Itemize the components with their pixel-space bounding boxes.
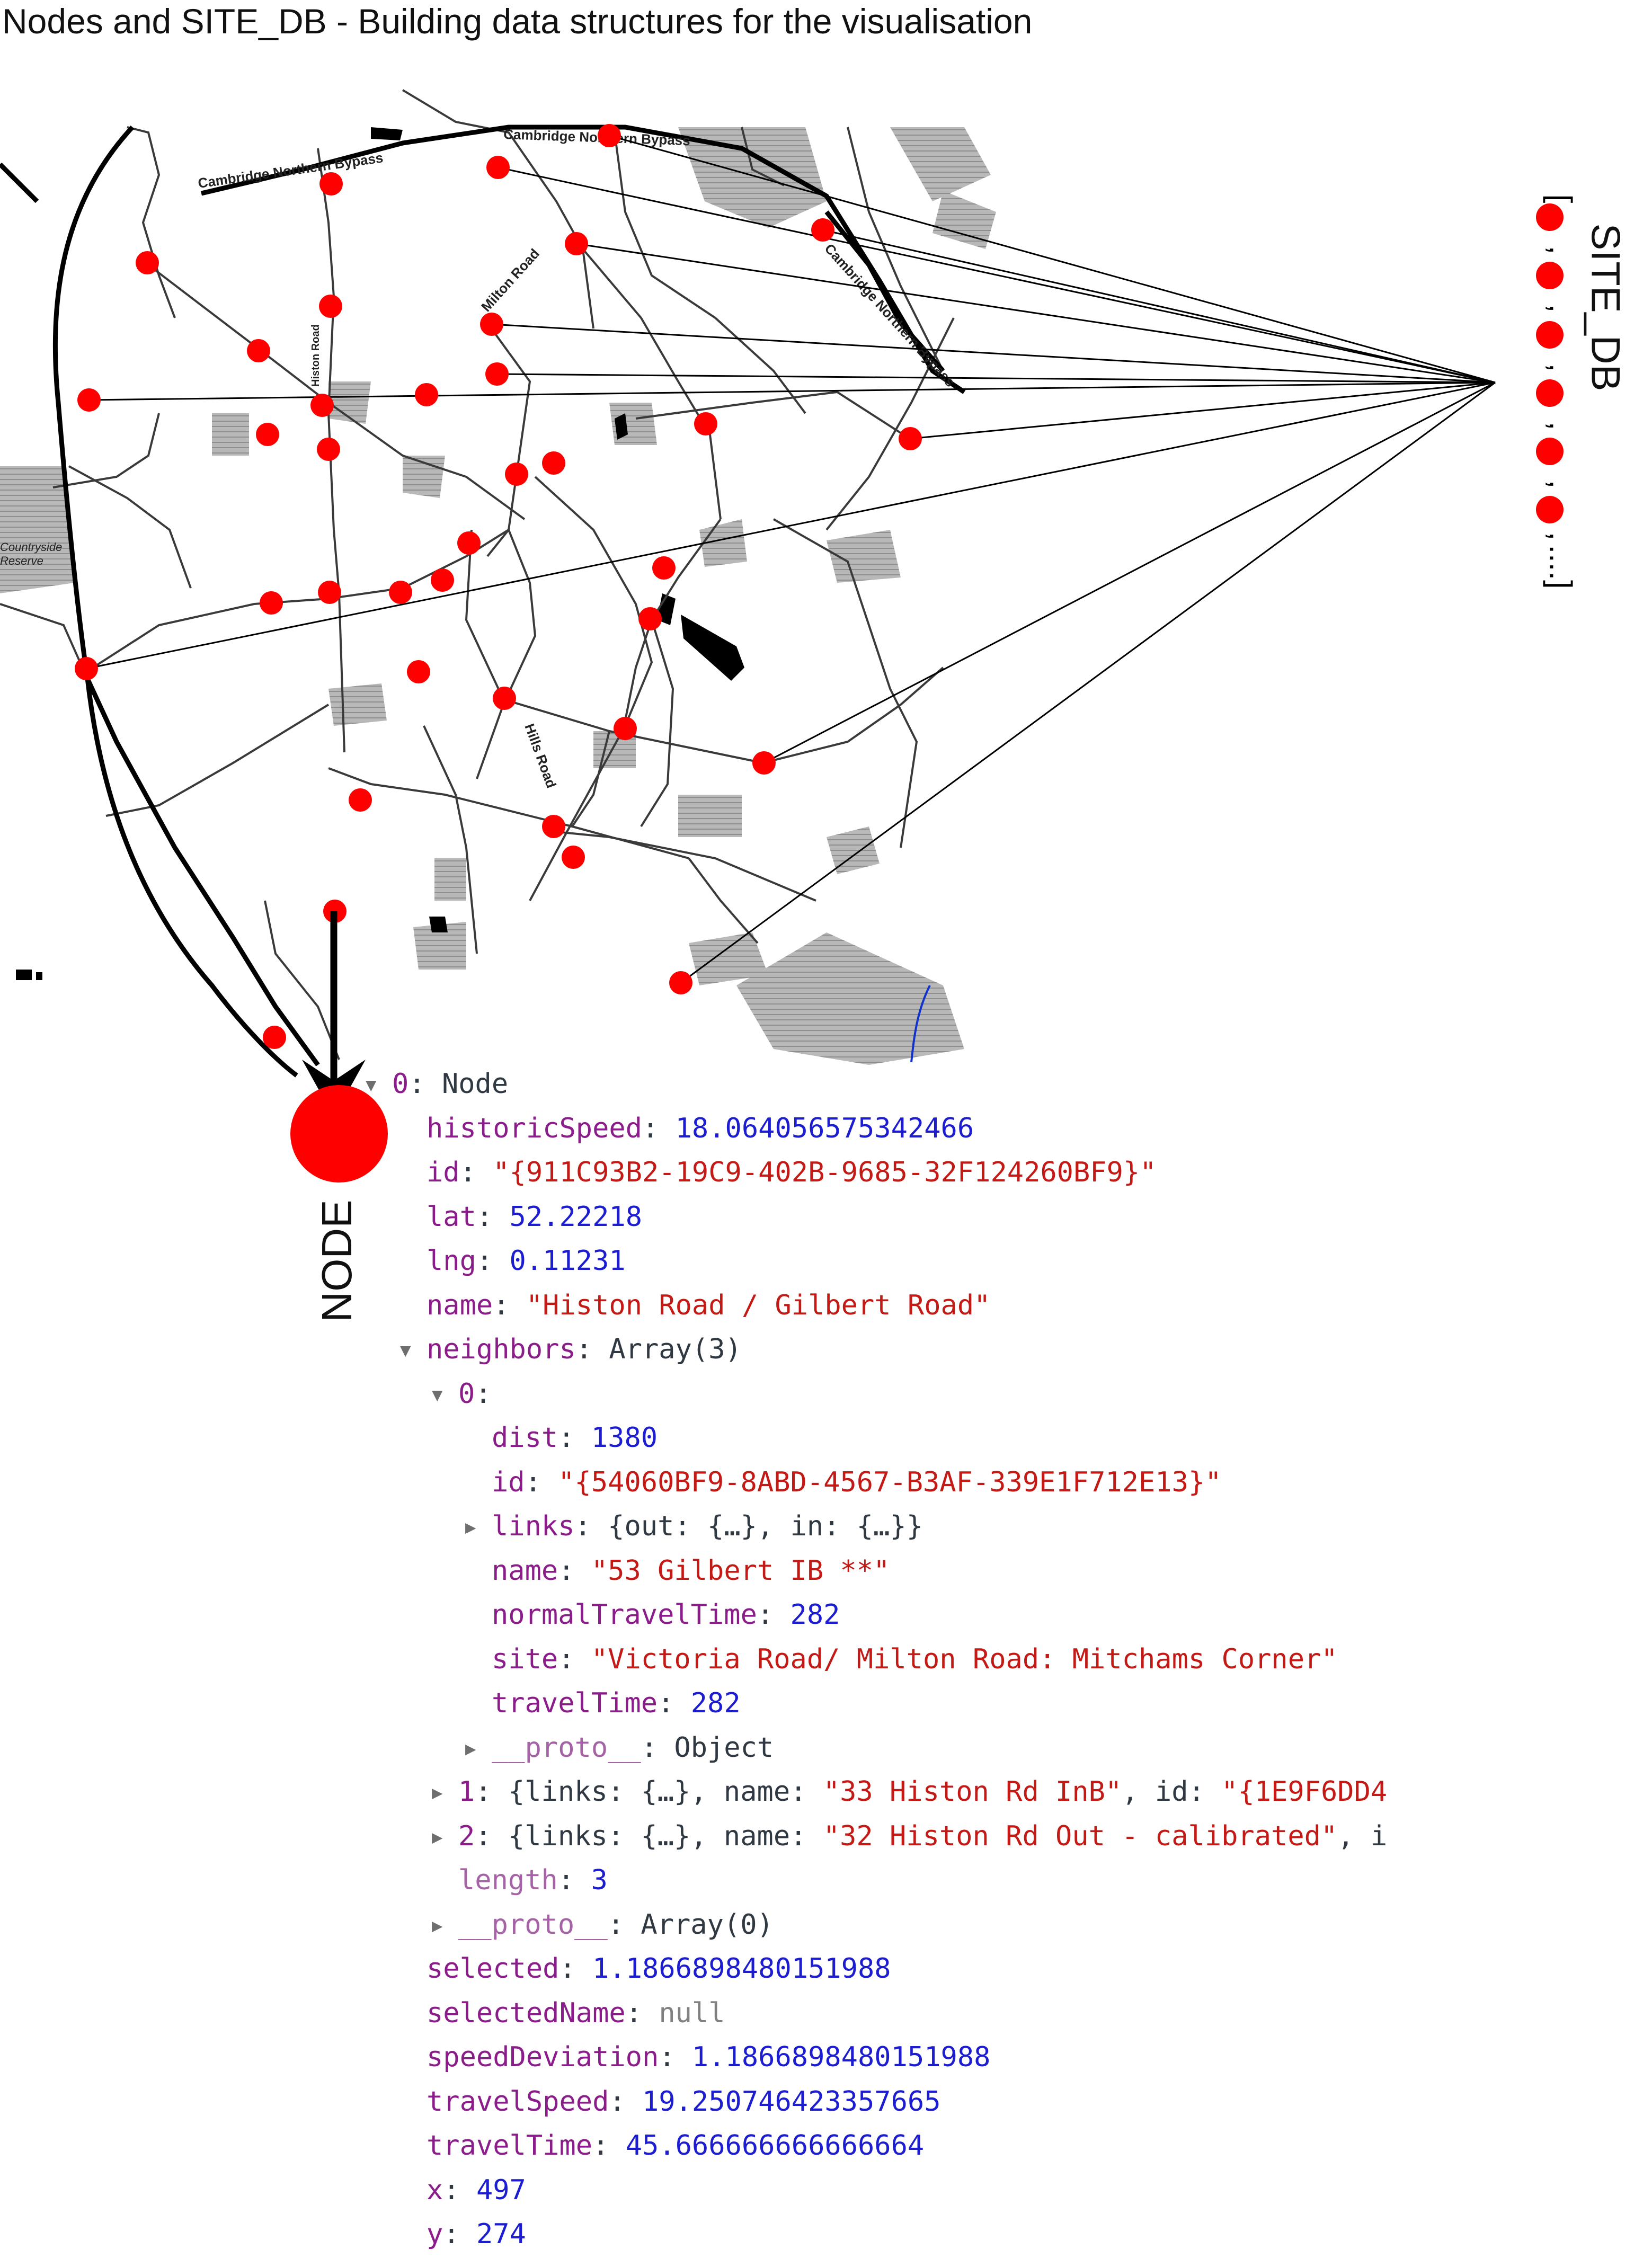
page-title: Nodes and SITE_DB - Building data struct… [2,2,1033,41]
console-neighbors-row[interactable]: ▼neighbors: Array(3) [366,1328,1478,1372]
console-neighbor-0-row[interactable]: ▼0: [366,1372,1478,1417]
map-node[interactable] [389,581,412,604]
devtools-console-object: ▼0: Node historicSpeed: 18.0640565753424… [366,1062,1478,2257]
map-node[interactable] [407,660,430,683]
map-node[interactable] [694,412,717,435]
site-db-connection-line [763,381,1496,764]
expanded-triangle-icon[interactable]: ▼ [400,1340,411,1361]
expanded-triangle-icon[interactable]: ▼ [366,1074,377,1096]
collapsed-triangle-icon[interactable]: ▶ [465,1738,476,1759]
site-db-separator: , [1543,480,1578,489]
map-node[interactable] [256,423,279,446]
console-neighbor-1-row[interactable]: ▶1: {links: {…}, name: "33 Histon Rd InB… [366,1770,1478,1815]
map-node[interactable] [899,427,922,450]
site-db-entry-dot [1536,321,1564,349]
site-db-connection-line [910,381,1496,440]
site-db-open-bracket: [ [1543,194,1578,203]
map-node[interactable] [811,218,834,242]
map-areas [0,127,996,1065]
map-buildings [16,127,744,980]
console-array-proto-row[interactable]: ▶__proto__: Array(0) [366,1903,1478,1948]
site-db-connection-line [680,381,1496,984]
map-node[interactable] [318,581,341,604]
map-node[interactable] [415,383,438,406]
map-node[interactable] [319,172,343,195]
map-node[interactable] [542,451,565,475]
map-node[interactable] [614,717,637,740]
site-db-connection-line [822,229,1496,384]
map-node[interactable] [136,251,159,274]
site-db-entry-dot [1536,203,1564,231]
site-db-separator: , [1543,363,1578,372]
map-node[interactable] [431,568,454,592]
label-bypass-top: Cambridge Northern Bypass [503,126,690,148]
map-node[interactable] [319,295,342,318]
site-db-entry-dot [1536,496,1564,523]
site-db-close-bracket: ....] [1543,545,1578,589]
site-db-connections [86,135,1496,984]
map-node[interactable] [505,463,528,486]
console-links-row[interactable]: ▶links: {out: {…}, in: {…}} [366,1505,1478,1549]
site-db-separator: , [1543,304,1578,313]
map-nodes[interactable] [75,124,922,1049]
console-root-row[interactable]: ▼0: Node [366,1062,1478,1107]
map-node[interactable] [493,687,516,710]
map-node[interactable] [310,394,334,417]
map-node[interactable] [669,971,692,994]
console-proto-row[interactable]: ▶__proto__: Object [366,1726,1478,1771]
map-node[interactable] [598,124,621,147]
site-db-separator: , [1543,246,1578,255]
site-db-entry-dot [1536,438,1564,465]
site-db-entry-dot [1536,379,1564,407]
map-node[interactable] [486,156,510,179]
label-reserve: Reserve [0,554,43,567]
site-db-connection-line [498,166,1496,384]
collapsed-triangle-icon[interactable]: ▶ [465,1517,476,1538]
map-node[interactable] [542,815,565,838]
node-large-circle [290,1085,388,1183]
map-node[interactable] [565,232,588,255]
label-countryside: Countryside [0,540,62,554]
label-hills-road: Hills Road [521,722,559,790]
site-db-separator: , [1543,422,1578,431]
map-node[interactable] [485,362,509,386]
node-label: NODE [313,1199,360,1322]
site-db-separator: , [1543,532,1578,541]
collapsed-triangle-icon[interactable]: ▶ [432,1826,443,1848]
site-db-connection-line [86,381,1496,670]
site-db-entry-dot [1536,262,1564,289]
map-node[interactable] [260,591,283,615]
map-node[interactable] [562,846,585,869]
map-node[interactable] [317,438,340,461]
map-node[interactable] [652,556,676,580]
label-bypass-top-left: Cambridge Northern Bypass [197,149,384,191]
map-node[interactable] [752,751,776,775]
blue-pen-stroke [910,985,931,1063]
site-db-array: [,,,,,,....] [1536,194,1578,589]
map-node[interactable] [480,313,503,336]
collapsed-triangle-icon[interactable]: ▶ [432,1782,443,1803]
map-node[interactable] [349,788,372,812]
site-db-connection-line [609,135,1496,384]
site-db-connection-line [491,323,1496,384]
collapsed-triangle-icon[interactable]: ▶ [432,1915,443,1936]
map-node[interactable] [77,388,101,412]
map-node[interactable] [638,607,662,630]
map-node[interactable] [247,339,270,362]
map-node[interactable] [75,657,98,680]
console-neighbor-2-row[interactable]: ▶2: {links: {…}, name: "32 Histon Rd Out… [366,1815,1478,1859]
map-node[interactable] [263,1026,286,1049]
label-milton-road: Milton Road [478,245,543,315]
expanded-triangle-icon[interactable]: ▼ [432,1384,443,1406]
label-histon-road: Histon Road [310,324,322,387]
site-db-connection-line [576,243,1496,384]
map-node[interactable] [457,531,481,555]
site-db-label: SITE_DB [1583,223,1628,392]
site-db-connection-line [496,373,1496,384]
